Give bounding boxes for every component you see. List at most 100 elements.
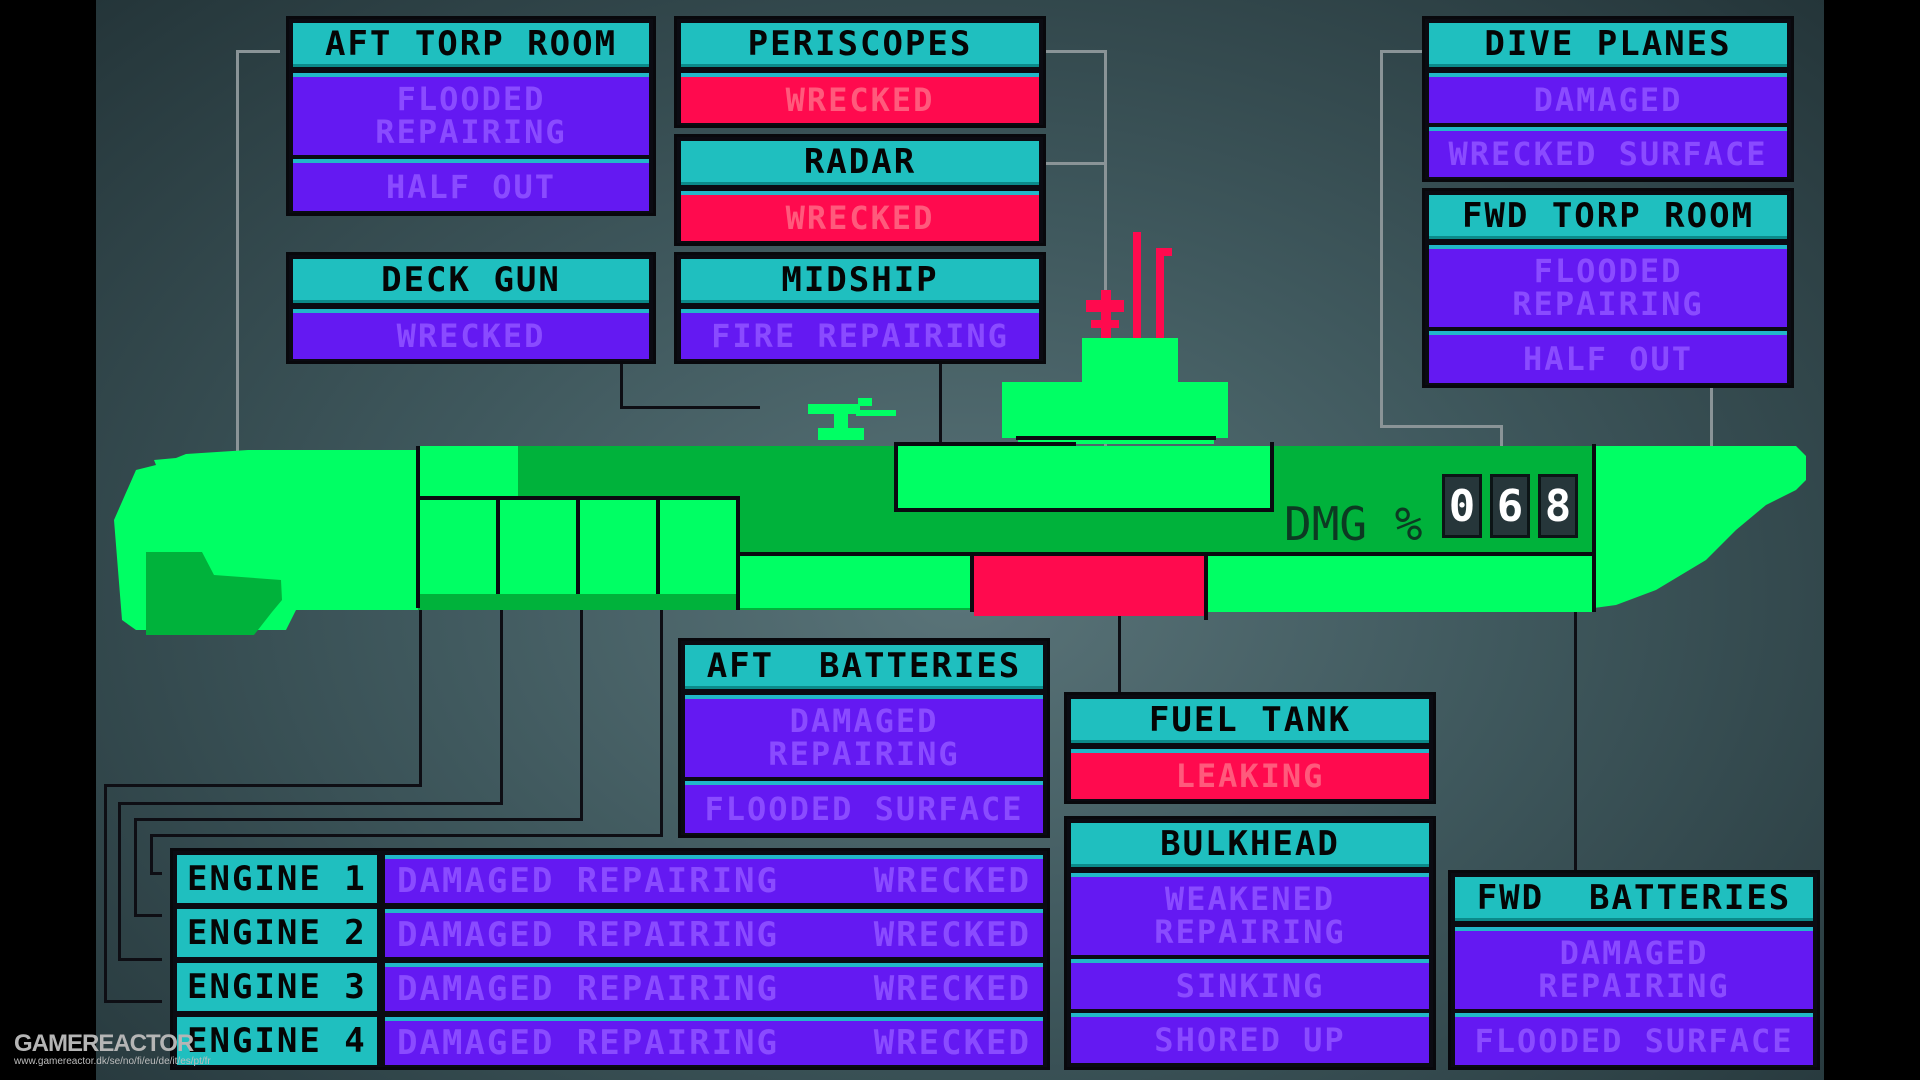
periscopes-panel[interactable]: PERISCOPES WRECKED xyxy=(674,16,1046,128)
panel-status: LEAKING xyxy=(1071,749,1429,799)
periscope-mast xyxy=(1156,248,1164,338)
panel-status: WEAKENED REPAIRING xyxy=(1071,873,1429,955)
panel-status: WRECKED xyxy=(681,73,1039,123)
conning-tower xyxy=(1002,382,1228,438)
panel-title: FUEL TANK xyxy=(1071,699,1429,743)
panel-status: DAMAGED REPAIRING xyxy=(685,695,1043,777)
connector-wire xyxy=(1118,610,1121,694)
bulkhead-panel[interactable]: BULKHEAD WEAKENED REPAIRING SINKING SHOR… xyxy=(1064,816,1436,1070)
periscope-mast xyxy=(1133,232,1141,338)
panel-status: DAMAGED REPAIRING xyxy=(1455,927,1813,1009)
conning-tower xyxy=(1082,338,1178,386)
connector-wire xyxy=(150,872,162,875)
panel-title: FWD TORP ROOM xyxy=(1429,195,1787,239)
engine-label: ENGINE 4 xyxy=(177,1017,377,1065)
engine-status: DAMAGED REPAIRING xyxy=(397,1023,779,1063)
panel-status: FIRE REPAIRING xyxy=(681,309,1039,359)
engine-status-row[interactable]: DAMAGED REPAIRING WRECKED xyxy=(385,855,1043,903)
panel-status: FLOODED SURFACE xyxy=(685,781,1043,833)
panel-status: FLOODED SURFACE xyxy=(1455,1013,1813,1065)
submarine-diagram xyxy=(114,232,1806,635)
deck-gun-panel[interactable]: DECK GUN WRECKED xyxy=(286,252,656,364)
panel-status: SINKING xyxy=(1071,959,1429,1009)
connector-wire xyxy=(134,818,137,916)
damage-digit: 8 xyxy=(1538,474,1578,538)
engine-status: DAMAGED REPAIRING xyxy=(397,861,779,901)
panel-status: DAMAGED xyxy=(1429,73,1787,123)
connector-wire xyxy=(1044,162,1106,165)
fwd-batteries-panel[interactable]: FWD BATTERIES DAMAGED REPAIRING FLOODED … xyxy=(1448,870,1820,1070)
connector-wire xyxy=(1104,50,1107,455)
connector-wire xyxy=(500,590,503,804)
engine-status: DAMAGED REPAIRING xyxy=(397,969,779,1009)
connector-wire xyxy=(236,50,239,455)
damage-digit: 0 xyxy=(1442,474,1482,538)
panel-title: AFT TORP ROOM xyxy=(293,23,649,67)
connector-wire xyxy=(104,784,107,1002)
panel-status: HALF OUT xyxy=(293,159,649,211)
connector-wire xyxy=(580,590,583,820)
connector-wire xyxy=(1500,425,1503,447)
panel-status: WRECKED SURFACE xyxy=(1429,127,1787,177)
connector-wire xyxy=(1574,610,1577,872)
engine-label: ENGINE 2 xyxy=(177,909,377,957)
panel-status: WRECKED xyxy=(293,309,649,359)
engine-status-secondary: WRECKED xyxy=(873,861,1031,901)
panel-title: MIDSHIP xyxy=(681,259,1039,303)
aft-engine-compartments xyxy=(418,446,518,498)
fuel-tank-compartment xyxy=(974,556,1204,616)
engine-status-secondary: WRECKED xyxy=(873,915,1031,955)
damage-percent-label: DMG % xyxy=(1284,497,1423,551)
engine-status: DAMAGED REPAIRING xyxy=(397,915,779,955)
fwd-torp-room-panel[interactable]: FWD TORP ROOM FLOODED REPAIRING HALF OUT xyxy=(1422,188,1794,388)
fwd-batteries-compartment xyxy=(1208,556,1594,612)
connector-wire xyxy=(1380,50,1426,53)
connector-wire xyxy=(620,406,760,409)
connector-wire xyxy=(419,590,422,786)
radar-mast xyxy=(1101,290,1111,338)
connector-wire xyxy=(236,50,280,53)
engine-label: ENGINE 3 xyxy=(177,963,377,1011)
panel-title: DIVE PLANES xyxy=(1429,23,1787,67)
connector-wire xyxy=(118,802,503,805)
panel-status: WRECKED xyxy=(681,191,1039,241)
fuel-tank-panel[interactable]: FUEL TANK LEAKING xyxy=(1064,692,1436,804)
connector-wire xyxy=(1044,50,1106,53)
connector-wire xyxy=(660,590,663,836)
dive-planes-panel[interactable]: DIVE PLANES DAMAGED WRECKED SURFACE xyxy=(1422,16,1794,182)
engine-label: ENGINE 1 xyxy=(177,855,377,903)
engine-status-row[interactable]: DAMAGED REPAIRING WRECKED xyxy=(385,963,1043,1011)
connector-wire xyxy=(118,958,162,961)
damage-digit: 6 xyxy=(1490,474,1530,538)
panel-title: PERISCOPES xyxy=(681,23,1039,67)
midship-panel[interactable]: MIDSHIP FIRE REPAIRING xyxy=(674,252,1046,364)
radar-panel[interactable]: RADAR WRECKED xyxy=(674,134,1046,246)
engine-status-row[interactable]: DAMAGED REPAIRING WRECKED xyxy=(385,909,1043,957)
aft-batteries-compartment xyxy=(740,556,970,608)
connector-wire xyxy=(150,834,153,874)
connector-wire xyxy=(104,784,422,787)
engines-panel[interactable]: ENGINE 1 DAMAGED REPAIRING WRECKED ENGIN… xyxy=(170,848,1050,1070)
connector-wire xyxy=(134,818,583,821)
aft-batteries-panel[interactable]: AFT BATTERIES DAMAGED REPAIRING FLOODED … xyxy=(678,638,1050,838)
aft-torp-room-panel[interactable]: AFT TORP ROOM FLOODED REPAIRING HALF OUT xyxy=(286,16,656,216)
connector-wire xyxy=(134,914,162,917)
panel-status: SHORED UP xyxy=(1071,1013,1429,1063)
connector-wire xyxy=(118,802,121,960)
connector-wire xyxy=(104,1000,162,1003)
panel-title: RADAR xyxy=(681,141,1039,185)
engine-status-secondary: WRECKED xyxy=(873,1023,1031,1063)
engine-status-secondary: WRECKED xyxy=(873,969,1031,1009)
panel-title: BULKHEAD xyxy=(1071,823,1429,867)
hull-bow xyxy=(1594,446,1806,608)
deck-gun-shape xyxy=(808,404,860,414)
connector-wire xyxy=(150,834,663,837)
watermark-url: www.gamereactor.dk/se/no/fi/eu/de/it/es/… xyxy=(14,1056,211,1067)
gamereactor-watermark: GAMEREACTOR www.gamereactor.dk/se/no/fi/… xyxy=(14,1030,211,1067)
panel-status: FLOODED REPAIRING xyxy=(293,73,649,155)
panel-title: FWD BATTERIES xyxy=(1455,877,1813,921)
engine-status-row[interactable]: DAMAGED REPAIRING WRECKED xyxy=(385,1017,1043,1065)
damage-control-screen: DMG % 0 6 8 AFT TORP ROOM FLOODED REPAIR… xyxy=(96,0,1824,1080)
panel-title: DECK GUN xyxy=(293,259,649,303)
connector-wire xyxy=(1380,425,1502,428)
